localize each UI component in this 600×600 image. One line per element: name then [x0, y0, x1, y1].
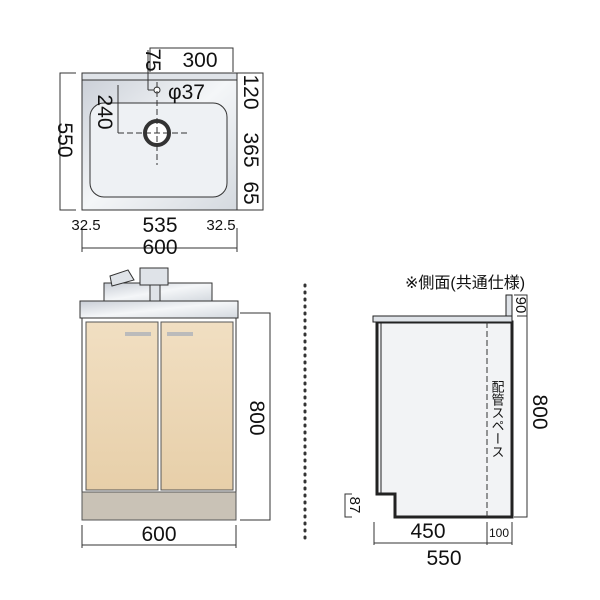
- dim-height: 800: [245, 400, 268, 435]
- dim-faucet-hole: φ37: [168, 81, 205, 104]
- pipe-space-label: 配管スペース: [490, 380, 505, 458]
- right-handle[interactable]: [167, 332, 193, 336]
- dim-bottom-2: 535: [142, 214, 177, 237]
- side-backsplash: [505, 294, 513, 317]
- countertop: [79, 300, 239, 319]
- dim-bottom-3: 32.5: [206, 217, 235, 234]
- left-door[interactable]: [85, 321, 159, 491]
- left-handle[interactable]: [125, 332, 151, 336]
- dim-faucet-x: 300: [182, 49, 217, 72]
- dim-bottom-1: 32.5: [71, 217, 100, 234]
- dim-right-3: 65: [239, 181, 262, 204]
- backsplash-top: [81, 72, 238, 81]
- dim-front-width: 600: [141, 523, 176, 546]
- dim-side-depth: 550: [426, 547, 461, 570]
- faucet-icon: [109, 267, 169, 303]
- dim-backsplash: 90: [512, 297, 529, 314]
- dim-plinth: 87: [346, 497, 363, 514]
- side-countertop: [372, 315, 513, 323]
- dim-width: 600: [142, 236, 177, 259]
- dim-depth: 550: [53, 122, 76, 157]
- dim-drain-offset: 240: [93, 94, 116, 129]
- top-view: 300 75 φ37 240 550 120 365 65 32.5 535 3…: [53, 47, 264, 259]
- basin: [89, 102, 228, 198]
- plinth: [81, 491, 237, 521]
- dim-depth-front: 450: [410, 520, 445, 543]
- dim-side-height: 800: [528, 394, 551, 429]
- right-door[interactable]: [160, 321, 234, 491]
- front-view: 800 600: [79, 267, 271, 548]
- dim-faucet-y: 75: [141, 48, 164, 71]
- dim-depth-pipe: 100: [489, 526, 509, 540]
- side-view: ※側面(共通仕様) 配管スペース 90 800 87 450 100 550: [344, 274, 551, 570]
- side-view-title: ※側面(共通仕様): [405, 274, 525, 292]
- dim-right-2: 365: [239, 132, 262, 167]
- dim-right-1: 120: [239, 74, 262, 109]
